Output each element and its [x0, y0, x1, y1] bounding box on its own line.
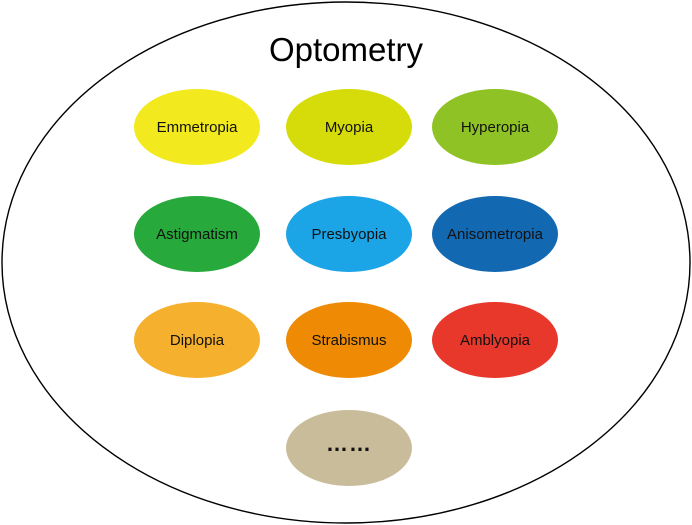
node-amblyopia: Amblyopia [432, 302, 558, 378]
node-label: Presbyopia [311, 225, 387, 243]
diagram-title: Optometry [268, 31, 424, 68]
node-label: Astigmatism [156, 225, 238, 243]
node-anisometropia: Anisometropia [432, 196, 558, 272]
node-label: Emmetropia [156, 118, 238, 136]
node-hyperopia: Hyperopia [432, 89, 558, 165]
node-strabismus: Strabismus [286, 302, 412, 378]
node-label: Strabismus [311, 331, 387, 349]
node-more: …… [286, 410, 412, 486]
node-label: Hyperopia [460, 118, 530, 136]
node-label: Anisometropia [447, 225, 543, 243]
node-label: Myopia [324, 118, 374, 136]
node-emmetropia: Emmetropia [134, 89, 260, 165]
node-myopia: Myopia [286, 89, 412, 165]
node-astigmatism: Astigmatism [134, 196, 260, 272]
node-presbyopia: Presbyopia [286, 196, 412, 272]
node-diplopia: Diplopia [134, 302, 260, 378]
node-label: Amblyopia [459, 331, 531, 349]
node-label: …… [326, 431, 372, 456]
node-label: Diplopia [169, 331, 225, 349]
